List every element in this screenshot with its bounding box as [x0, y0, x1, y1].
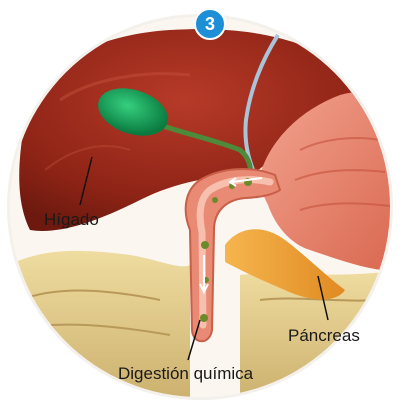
- liver-label: Hígado: [44, 210, 99, 230]
- small-intestine: [0, 251, 190, 413]
- step-badge: 3: [194, 8, 226, 40]
- pancreas-label: Páncreas: [288, 326, 360, 346]
- chemical-digestion-label: Digestión química: [118, 364, 253, 384]
